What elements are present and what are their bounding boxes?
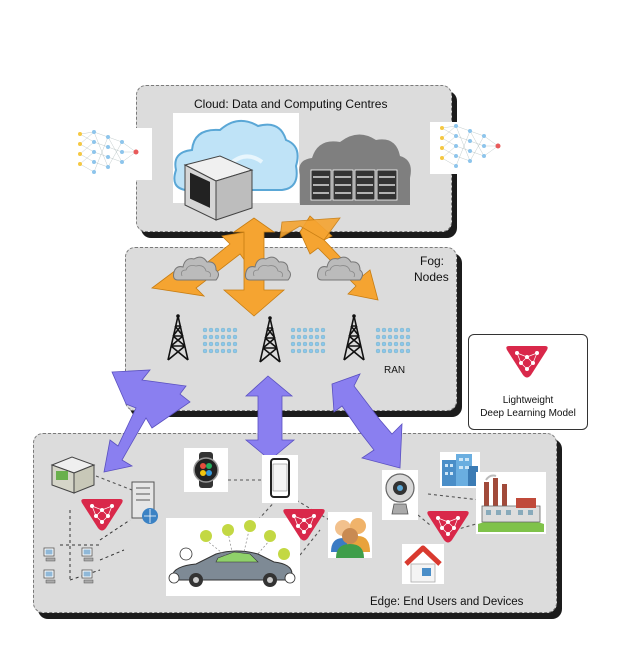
server-icon <box>183 155 254 221</box>
lightweight-model-icon <box>426 510 470 543</box>
lightweight-model-icon <box>80 498 124 531</box>
vehicle-icon <box>166 518 300 596</box>
building-icon <box>440 452 480 488</box>
edge-layer-title: Edge: End Users and Devices <box>370 596 524 608</box>
radio-tower-icon <box>343 313 365 361</box>
legend-box: Lightweight Deep Learning Model <box>468 334 588 430</box>
printer-icon <box>50 456 96 494</box>
server-icon <box>131 481 158 524</box>
fog-cloud-icon <box>317 256 363 281</box>
house-icon <box>402 544 444 584</box>
fog-layer-title-line2: Nodes <box>414 270 449 284</box>
smartwatch-icon <box>184 448 228 492</box>
neural-network-icon <box>430 122 518 174</box>
people-icon <box>328 512 372 558</box>
neural-network-icon <box>68 128 152 180</box>
smartphone-icon <box>262 455 298 503</box>
camera-icon <box>382 470 418 520</box>
lightweight-model-icon <box>506 346 548 378</box>
legend-line2: Deep Learning Model <box>480 408 576 419</box>
neural-network-icon <box>202 327 238 354</box>
legend-line1: Lightweight <box>502 395 554 406</box>
neural-network-icon <box>290 327 326 354</box>
fog-layer-title-line1: Fog: <box>420 254 445 268</box>
ran-label: RAN <box>384 365 406 376</box>
radio-tower-icon <box>167 313 189 361</box>
cloud-layer-title: Cloud: Data and Computing Centres <box>194 97 388 111</box>
neural-network-icon <box>375 327 411 354</box>
server-rack-icon <box>299 134 411 205</box>
computer-network-icon <box>43 510 131 584</box>
fog-edge-arrows <box>103 369 403 473</box>
radio-tower-icon <box>259 315 281 363</box>
factory-icon <box>476 472 546 534</box>
